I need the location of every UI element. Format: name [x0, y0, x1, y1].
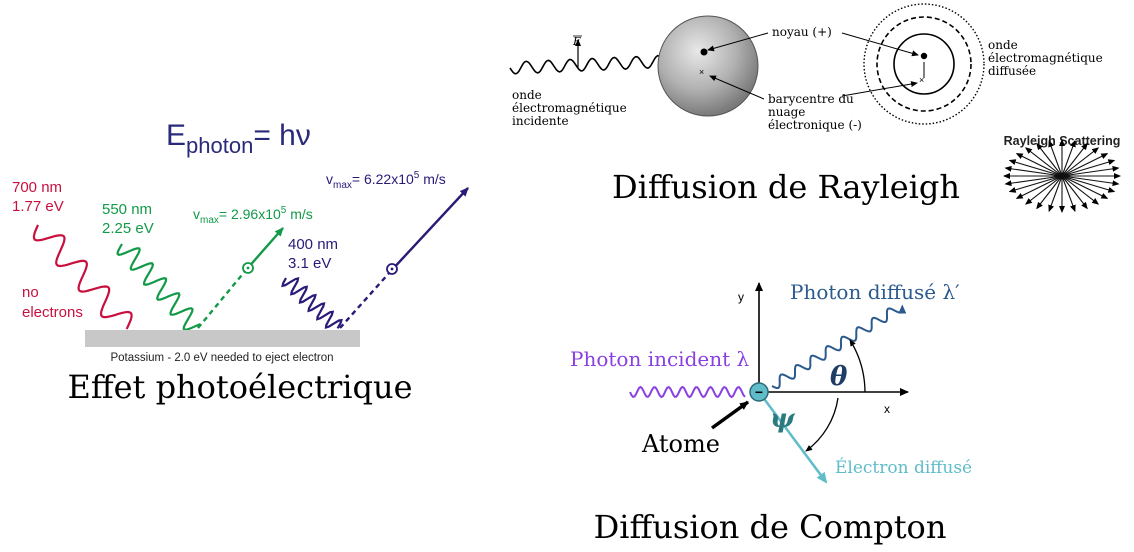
scattering-ray [1015, 153, 1063, 177]
rayleigh-panel: E onde électromagnétique incidente × noy… [509, 3, 1121, 213]
scattering-ray [1025, 175, 1063, 205]
nucleus-dot [700, 48, 708, 56]
blue-electron-arrow [389, 187, 469, 273]
electric-field-symbol: E [572, 35, 581, 48]
blue-photon-wave [281, 277, 343, 330]
scattering-ray [1061, 147, 1099, 177]
nucleus-pointer [707, 32, 769, 52]
scattering-ray [1015, 175, 1063, 199]
scattered-wave-label-2: électromagnétique [988, 51, 1103, 65]
compton-panel: y x Photon incident λ Photon diffusé λ′ … [570, 280, 972, 546]
psi-arc [805, 397, 839, 452]
scattering-ray [1025, 147, 1063, 177]
incident-wave-label-2: électromagnétique [512, 101, 627, 115]
red-photon-wave [32, 224, 133, 330]
scattering-ray [1061, 175, 1088, 210]
theta-symbol: θ [830, 362, 848, 392]
incident-photon-label: Photon incident λ [570, 347, 749, 371]
atom-sphere [657, 15, 759, 117]
scattered-electron-arrow [757, 391, 828, 484]
atom-label: Atome [641, 430, 720, 458]
green-electron-arrow [245, 227, 284, 271]
rayleigh-caption: Diffusion de Rayleigh [612, 168, 960, 206]
blue-velocity-label: vmax= 6.22x105 m/s [326, 170, 446, 191]
photoelectric-caption: Effet photoélectrique [68, 368, 413, 406]
scattering-ray [1061, 159, 1116, 177]
scattering-ray [1036, 175, 1063, 210]
scattered-wave-label-1: onde [988, 38, 1018, 52]
barycenter-pointer [709, 75, 765, 100]
potassium-plate [85, 330, 360, 347]
nucleus-label: noyau (+) [772, 25, 832, 39]
scattered-electron-label: Électron diffusé [835, 457, 972, 478]
scattering-ray [1004, 165, 1063, 177]
theta-arc [849, 339, 866, 393]
scattered-photon-wave [771, 304, 907, 390]
incident-photon-wave [629, 385, 746, 399]
barycenter-pointer-right [841, 81, 918, 97]
scattering-ray [1008, 175, 1063, 193]
dipole-nucleus [920, 52, 928, 60]
scattering-ray [1036, 142, 1063, 177]
scattering-ray [1061, 175, 1109, 199]
scattered-ring-outer [863, 3, 985, 125]
green-wavelength-label: 550 nm [102, 201, 152, 218]
scattered-ring-inner [893, 33, 955, 95]
red-energy-label: 1.77 eV [12, 198, 64, 215]
barycenter-label-3: électronique (-) [768, 118, 862, 132]
compton-y-label: y [738, 290, 744, 304]
scattering-ray [1008, 159, 1063, 177]
scattering-ray [1061, 165, 1120, 177]
green-velocity-label: vmax= 2.96x105 m/s [193, 205, 313, 226]
dipole-barycenter-mark: × [919, 75, 924, 85]
scattering-ray [1004, 175, 1063, 187]
nucleus-pointer-right [841, 32, 919, 57]
scattered-photon-label: Photon diffusé λ′ [790, 280, 960, 304]
blue-electron-path-dashed [339, 271, 391, 329]
scattering-ray [1061, 139, 1076, 177]
blue-electron-dot [390, 267, 394, 271]
no-electrons-label-line1: no [22, 284, 39, 301]
photoelectric-panel: Ephoton= hν 700 nm 1.77 eV no electrons … [12, 119, 469, 406]
incident-wave-label-3: incidente [512, 114, 569, 128]
scattering-ray [1048, 139, 1063, 177]
photon-energy-formula: Ephoton= hν [166, 119, 311, 158]
scattering-ray [1061, 175, 1099, 205]
scattering-ray [1061, 175, 1076, 213]
scattering-starburst [1003, 139, 1121, 213]
blue-wavelength-label: 400 nm [288, 236, 338, 253]
scattering-ray [1048, 175, 1063, 213]
electron-sign: − [755, 384, 763, 400]
scattered-wave-label-3: diffusée [988, 64, 1036, 78]
incident-wave-label-1: onde [512, 88, 542, 102]
scattering-ray [1061, 175, 1116, 193]
electron-particle [749, 382, 769, 402]
barycenter-mark: × [699, 67, 704, 77]
compton-x-label: x [884, 402, 890, 416]
no-electrons-label-line2: electrons [22, 304, 83, 321]
green-photon-wave [116, 243, 201, 331]
scattering-ray [1061, 175, 1120, 187]
compton-caption: Diffusion de Compton [594, 508, 947, 546]
green-energy-label: 2.25 eV [102, 220, 154, 237]
scattering-ray [1061, 142, 1088, 177]
red-wavelength-label: 700 nm [12, 179, 62, 196]
barycenter-label-2: nuage [768, 105, 805, 119]
barycenter-label-1: barycentre du [768, 92, 854, 106]
atom-pointer-arrow [710, 400, 750, 430]
potassium-plate-label: Potassium - 2.0 eV needed to eject elect… [110, 352, 333, 364]
green-electron-path-dashed [197, 269, 247, 329]
scattering-ray [1061, 153, 1109, 177]
blue-energy-label: 3.1 eV [288, 255, 331, 272]
scattered-ring-middle [876, 16, 972, 112]
green-electron-dot [246, 266, 250, 270]
psi-symbol: ψ [770, 404, 796, 434]
